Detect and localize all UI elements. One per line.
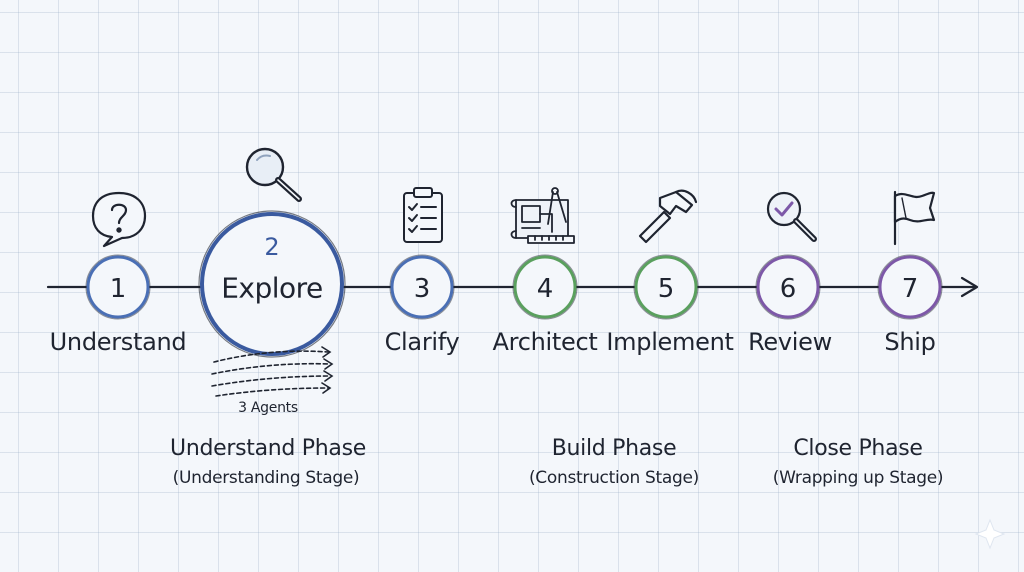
- step-5-circle: [634, 255, 698, 319]
- phase-close-title: Close Phase: [793, 436, 923, 461]
- step-6-number: 6: [779, 274, 797, 304]
- step-7-number: 7: [901, 274, 919, 304]
- step-4-label: Architect: [492, 328, 598, 356]
- agents-note: 3 Agents: [238, 400, 298, 416]
- agents-dashed-arrows: [211, 350, 331, 397]
- step-2-number: 2: [264, 233, 280, 261]
- step-3-number: 3: [413, 274, 431, 304]
- step-1-label: Understand: [49, 328, 187, 356]
- step-1-number: 1: [109, 274, 127, 304]
- step-6-circle: [756, 255, 820, 319]
- phase-build-subtitle: (Construction Stage): [528, 468, 700, 488]
- step-3-label: Clarify: [384, 328, 460, 356]
- step-4-circle-outline: [512, 254, 578, 320]
- step-3-circle: [390, 255, 454, 319]
- step-4-circle: [513, 255, 577, 319]
- step-7-circle-outline: [877, 254, 943, 320]
- step-3-circle-outline: [389, 254, 455, 320]
- magnifying-glass-icon: [245, 147, 302, 202]
- magnifier-check-icon: [766, 191, 817, 242]
- step-5-label: Implement: [606, 328, 734, 356]
- phase-understand-subtitle: (Understanding Stage): [172, 468, 360, 488]
- checklist-clipboard-icon: [403, 187, 443, 243]
- step-1-circle: [86, 255, 150, 319]
- step-2-label: Explore: [221, 271, 323, 305]
- step-7-label: Ship: [884, 328, 936, 356]
- step-5-number: 5: [657, 274, 675, 304]
- blueprint-compass-icon: [510, 187, 575, 244]
- question-speech-bubble-icon: [91, 191, 147, 248]
- step-2-circle-outline: [198, 210, 346, 358]
- phase-close-subtitle: (Wrapping up Stage): [772, 468, 944, 488]
- phase-build-title: Build Phase: [551, 436, 677, 461]
- hammer-icon: [638, 189, 698, 244]
- sparkle-icon: [974, 518, 1006, 550]
- step-6-label: Review: [748, 328, 832, 356]
- finish-flag-icon: [893, 190, 936, 246]
- phase-understand-title: Understand Phase: [170, 436, 366, 461]
- timeline-arrowhead: [960, 276, 979, 298]
- step-6-circle-outline: [755, 254, 821, 320]
- step-7-circle: [878, 255, 942, 319]
- step-4-number: 4: [536, 274, 554, 304]
- step-1-circle-outline: [85, 254, 151, 320]
- step-2-circle: [200, 212, 344, 356]
- agents-arrowheads: [321, 346, 334, 394]
- step-5-circle-outline: [633, 254, 699, 320]
